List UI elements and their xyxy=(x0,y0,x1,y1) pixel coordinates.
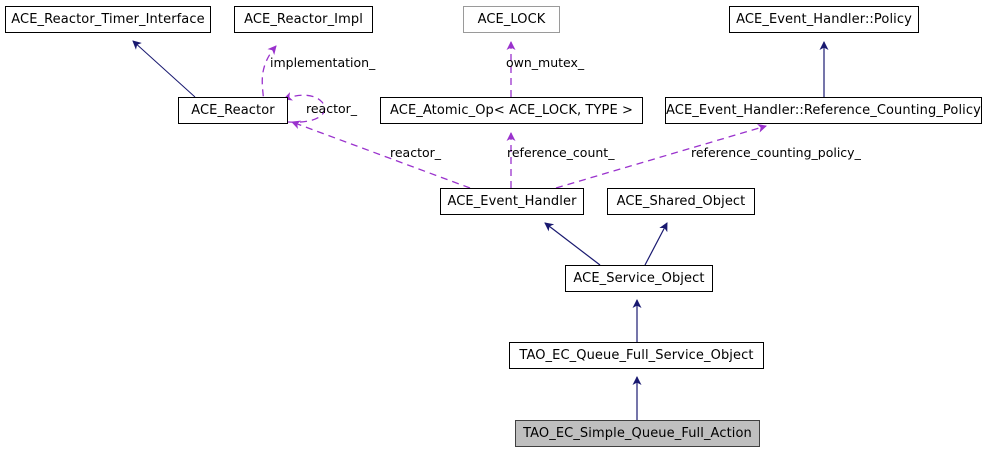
class-node-event-handler-policy[interactable]: ACE_Event_Handler::Policy xyxy=(729,6,919,33)
class-node-simple-queue-full-action[interactable]: TAO_EC_Simple_Queue_Full_Action xyxy=(515,420,760,447)
edge-event-handler-to-reactor xyxy=(291,120,471,189)
edge-event-handler-to-refcount-policy xyxy=(555,123,767,189)
edge-reactor-to-timer-interface xyxy=(132,40,196,98)
edge-service-object-to-shared-object xyxy=(644,222,668,266)
edge-label-reactor: reactor_ xyxy=(390,145,442,160)
edge-label-own-mutex: own_mutex_ xyxy=(506,55,585,70)
class-node-label: ACE_Reactor_Impl xyxy=(244,12,363,27)
class-node-label: ACE_Reactor xyxy=(191,103,275,118)
class-node-reactor-impl[interactable]: ACE_Reactor_Impl xyxy=(234,6,373,33)
class-node-label: ACE_LOCK xyxy=(477,12,546,27)
class-node-event-handler[interactable]: ACE_Event_Handler xyxy=(440,188,584,215)
class-node-reactor-timer-interface[interactable]: ACE_Reactor_Timer_Interface xyxy=(5,6,211,33)
edge-label-reference-counting-policy: reference_counting_policy_ xyxy=(691,145,861,160)
class-node-label: ACE_Event_Handler xyxy=(447,194,577,209)
class-node-label: TAO_EC_Simple_Queue_Full_Action xyxy=(523,426,752,441)
class-node-queue-full-service-object[interactable]: TAO_EC_Queue_Full_Service_Object xyxy=(509,342,764,369)
edge-reactor-self-loop xyxy=(283,92,326,123)
class-node-service-object[interactable]: ACE_Service_Object xyxy=(565,265,713,292)
class-node-label: ACE_Shared_Object xyxy=(616,194,746,209)
class-node-label: ACE_Event_Handler::Policy xyxy=(736,12,912,27)
class-node-label: ACE_Event_Handler::Reference_Counting_Po… xyxy=(666,103,981,118)
class-node-ace-lock[interactable]: ACE_LOCK xyxy=(463,6,560,33)
edge-label-implementation: implementation_ xyxy=(270,55,376,70)
class-node-shared-object[interactable]: ACE_Shared_Object xyxy=(607,188,755,215)
class-node-label: ACE_Service_Object xyxy=(573,271,705,286)
class-node-reference-counting-policy[interactable]: ACE_Event_Handler::Reference_Counting_Po… xyxy=(665,97,982,124)
edge-service-object-to-event-handler xyxy=(544,222,601,266)
class-node-label: TAO_EC_Queue_Full_Service_Object xyxy=(519,348,754,363)
class-node-atomic-op[interactable]: ACE_Atomic_Op< ACE_LOCK, TYPE > xyxy=(380,97,643,124)
edge-label-reactor-self: reactor_ xyxy=(306,101,358,116)
edge-label-reference-count: reference_count_ xyxy=(507,145,615,160)
class-node-label: ACE_Reactor_Timer_Interface xyxy=(11,12,205,27)
class-node-ace-reactor[interactable]: ACE_Reactor xyxy=(178,97,288,124)
class-node-label: ACE_Atomic_Op< ACE_LOCK, TYPE > xyxy=(390,103,633,118)
